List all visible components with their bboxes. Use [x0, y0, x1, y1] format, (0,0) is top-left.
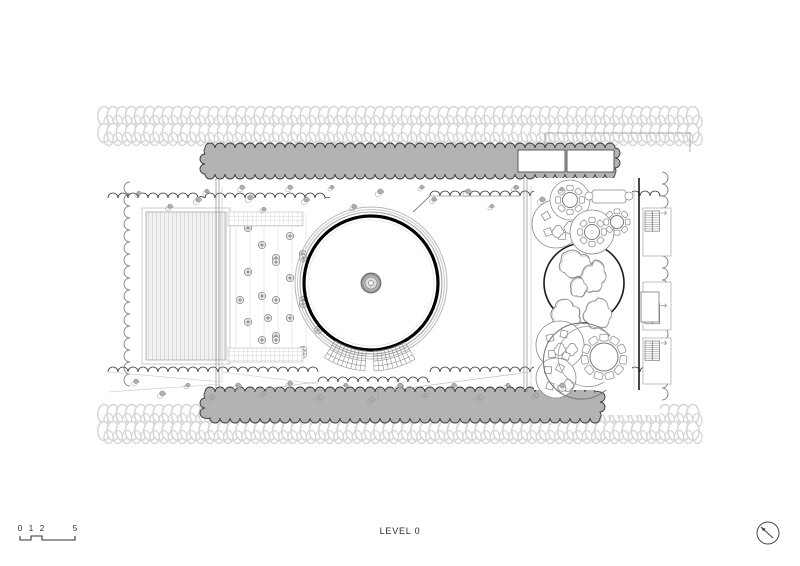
- tree-row-band-top: [97, 105, 703, 147]
- rotunda-core: [360, 272, 382, 294]
- table-seating-clusters: [549, 179, 634, 381]
- canopy-band-bottom: [199, 386, 606, 424]
- left-wall-lines: [215, 178, 223, 388]
- shrub-symbols: [131, 184, 566, 405]
- right-hall-wall-lines: [523, 178, 532, 392]
- skylight-boxes: [517, 149, 615, 173]
- service-core-stairs: [633, 178, 672, 390]
- fan-stair-south: [324, 340, 416, 372]
- page-title: LEVEL 0: [379, 526, 421, 536]
- ramp-hatched-block: [141, 207, 231, 365]
- right-wing: [531, 178, 634, 400]
- spiral-enclosure: [542, 322, 611, 400]
- leader-lines: [107, 195, 531, 400]
- canopy-band-top: [199, 142, 621, 180]
